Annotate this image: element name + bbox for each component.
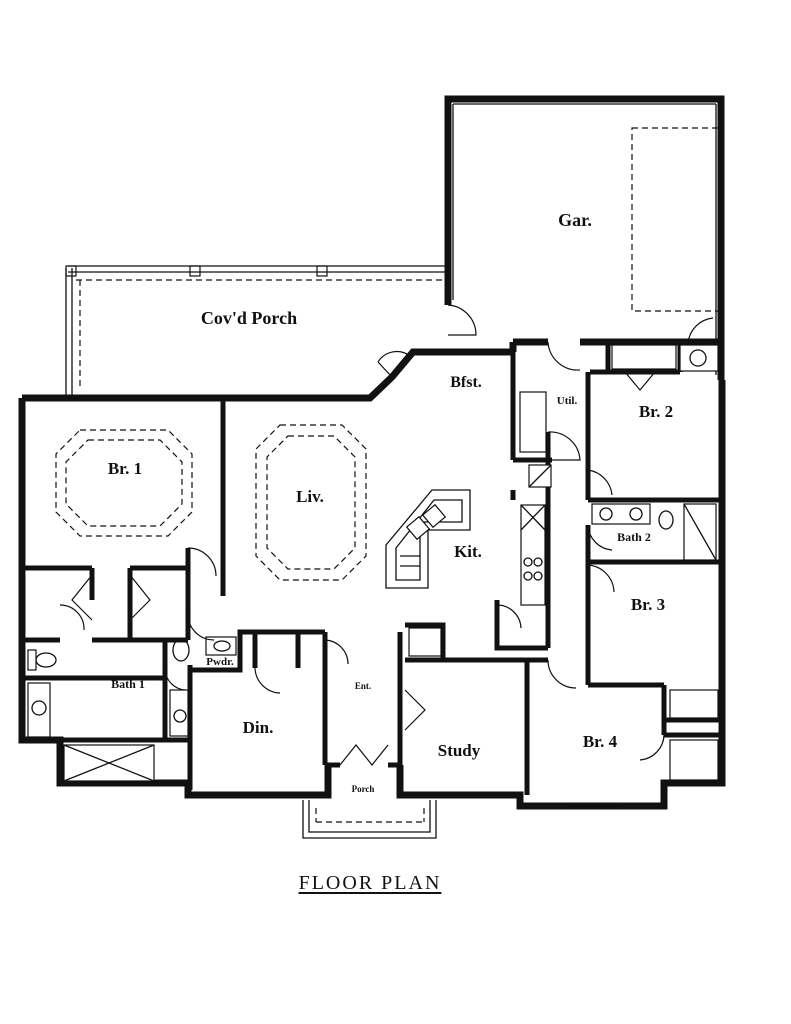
- room-label-breakfast: Bfst.: [450, 374, 482, 391]
- room-label-dining: Din.: [243, 718, 274, 737]
- garage-area: [444, 95, 725, 380]
- front-porch-area: [302, 800, 437, 839]
- room-label-bedroom-2: Br. 2: [639, 402, 673, 421]
- covered-porch-area: [65, 265, 448, 395]
- room-label-utility: Util.: [557, 395, 578, 407]
- fixtures: [27, 344, 719, 782]
- room-label-living: Liv.: [296, 487, 324, 506]
- room-label-bath-2: Bath 2: [617, 530, 651, 544]
- kitchen-island: [385, 489, 471, 589]
- interior-walls: [24, 342, 720, 795]
- room-label-bedroom-4: Br. 4: [583, 732, 618, 751]
- room-label-entry: Ent.: [355, 681, 371, 691]
- room-labels: Gar. Cov'd Porch Bfst. Util. Br. 2 Br. 1…: [108, 210, 673, 794]
- room-label-bedroom-3: Br. 3: [631, 595, 665, 614]
- tray-ceilings: [55, 424, 367, 581]
- windows: [23, 420, 721, 807]
- room-label-bedroom-1: Br. 1: [108, 459, 142, 478]
- door-swings: [59, 341, 665, 766]
- room-label-covered-porch: Cov'd Porch: [201, 308, 297, 328]
- room-label-garage: Gar.: [558, 210, 592, 230]
- room-label-kitchen: Kit.: [454, 542, 482, 561]
- room-label-study: Study: [438, 741, 481, 760]
- room-label-bath-1: Bath 1: [111, 677, 145, 691]
- plan-title: FLOOR PLAN: [298, 872, 442, 894]
- room-label-powder: Pwdr.: [206, 656, 234, 668]
- room-label-porch: Porch: [352, 784, 375, 794]
